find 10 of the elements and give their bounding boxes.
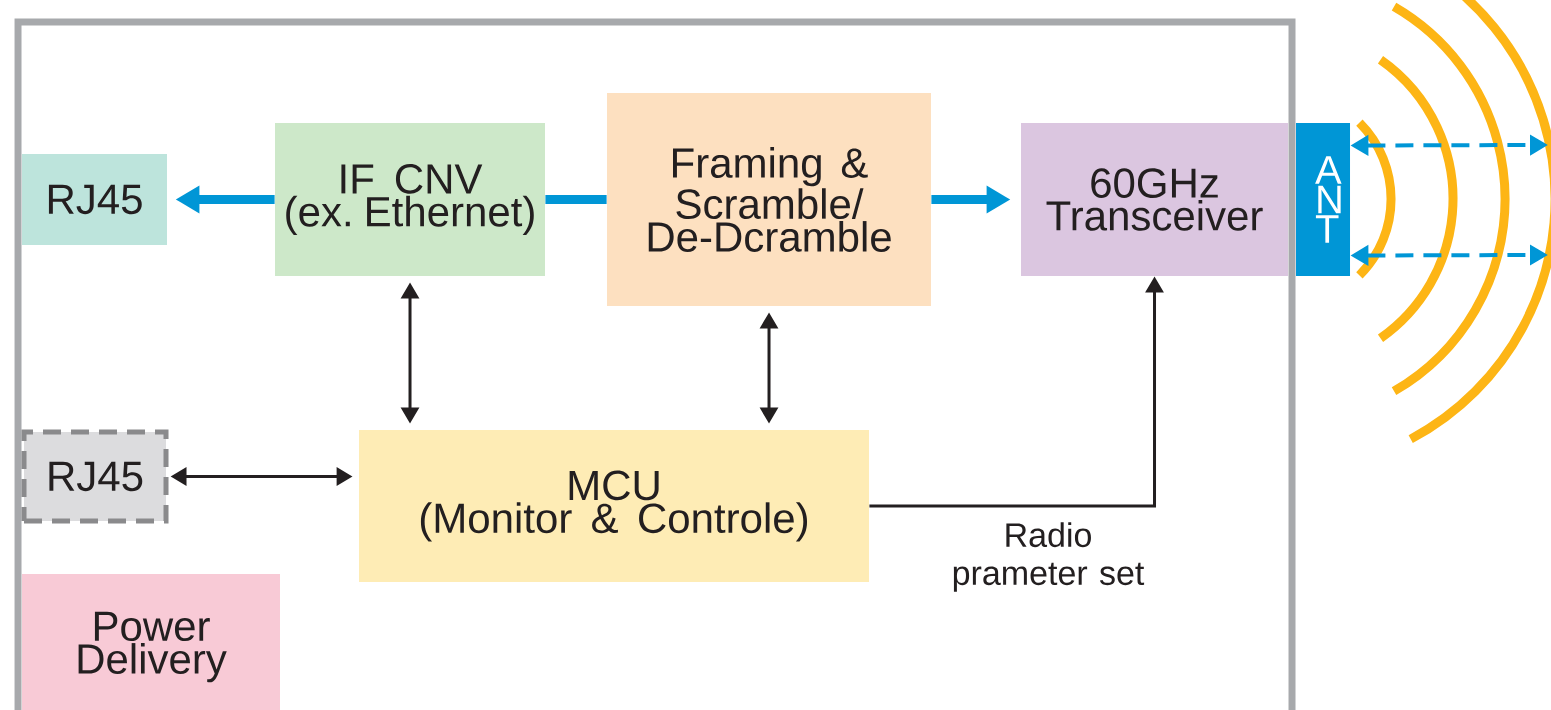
power-box: Power Delivery [22,574,280,710]
connector-box: RJ45 [21,429,169,524]
antenna-box: ANT [1296,123,1350,276]
process-box: IF CNV (ex. Ethernet) [275,123,545,276]
process-box: 60GHz Transceiver [1021,123,1288,276]
connector-box: RJ45 [22,154,167,245]
process-box: Framing & Scramble/ De-Dcramble [607,93,931,306]
edge-label: Radio prameter set [931,520,1165,594]
process-box: MCU (Monitor & Controle) [359,430,869,582]
enclosure-box [14,18,1296,710]
